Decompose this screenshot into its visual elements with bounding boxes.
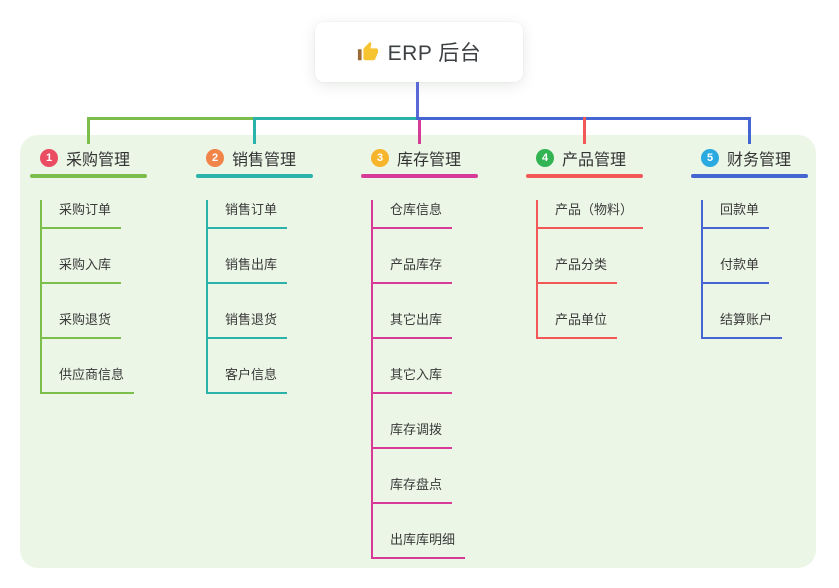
branch-children: 采购订单采购入库采购退货供应商信息 — [40, 199, 135, 394]
branch-label: 采购管理 — [66, 152, 131, 169]
connector-line — [254, 117, 418, 120]
branch-underline — [691, 174, 808, 178]
child-node[interactable]: 其它出库 — [373, 310, 453, 339]
branch-underline — [30, 174, 147, 178]
branch-underline — [361, 174, 478, 178]
child-node[interactable]: 销售出库 — [208, 255, 288, 284]
branch-title[interactable]: 1 采购管理 — [40, 146, 147, 174]
child-node[interactable]: 产品库存 — [373, 255, 453, 284]
child-node[interactable]: 仓库信息 — [373, 200, 453, 229]
branch-node-4: 4 产品管理产品（物料） 产品分类产品单位 — [526, 146, 644, 339]
connector-line — [87, 117, 90, 144]
branch-underline — [526, 174, 643, 178]
branch-label: 库存管理 — [397, 152, 462, 169]
root-node-label: ERP 后台 — [387, 42, 482, 65]
branch-node-1: 1 采购管理采购订单采购入库采购退货供应商信息 — [30, 146, 147, 394]
branch-number-badge: 2 — [206, 149, 224, 167]
child-node[interactable]: 产品单位 — [538, 310, 618, 339]
child-node[interactable]: 库存调拨 — [373, 420, 453, 449]
connector-line — [748, 117, 751, 144]
child-node[interactable]: 采购退货 — [42, 310, 122, 339]
branch-children: 回款单付款单结算账户 — [701, 199, 783, 339]
mindmap-background-panel — [20, 135, 816, 568]
branch-children: 销售订单销售出库销售退货客户信息 — [206, 199, 288, 394]
connector-line — [418, 120, 421, 144]
child-node[interactable]: 供应商信息 — [42, 365, 135, 394]
branch-node-5: 5 财务管理回款单付款单结算账户 — [691, 146, 808, 339]
branch-label: 销售管理 — [232, 152, 297, 169]
connector-line — [416, 82, 419, 120]
branch-title[interactable]: 5 财务管理 — [701, 146, 808, 174]
connector-line — [253, 117, 256, 144]
branch-underline — [196, 174, 313, 178]
child-node[interactable]: 产品分类 — [538, 255, 618, 284]
child-node[interactable]: 结算账户 — [703, 310, 783, 339]
child-node[interactable]: 其它入库 — [373, 365, 453, 394]
child-node[interactable]: 付款单 — [703, 255, 770, 284]
child-node[interactable]: 回款单 — [703, 200, 770, 229]
child-node[interactable]: 客户信息 — [208, 365, 288, 394]
branch-number-badge: 1 — [40, 149, 58, 167]
branch-number-badge: 5 — [701, 149, 719, 167]
thumbs-up-icon — [357, 41, 379, 63]
branch-number-badge: 4 — [536, 149, 554, 167]
child-node[interactable]: 库存盘点 — [373, 475, 453, 504]
root-node-erp[interactable]: ERP 后台 — [315, 22, 523, 82]
child-node[interactable]: 产品（物料） — [538, 200, 644, 229]
branch-label: 产品管理 — [562, 152, 627, 169]
branch-number-badge: 3 — [371, 149, 389, 167]
child-node[interactable]: 采购订单 — [42, 200, 122, 229]
branch-node-2: 2 销售管理销售订单销售出库销售退货客户信息 — [196, 146, 313, 394]
branch-title[interactable]: 3 库存管理 — [371, 146, 478, 174]
connector-line — [583, 117, 586, 144]
branch-children: 产品（物料） 产品分类产品单位 — [536, 199, 644, 339]
child-node[interactable]: 销售退货 — [208, 310, 288, 339]
child-node[interactable]: 销售订单 — [208, 200, 288, 229]
branch-node-3: 3 库存管理仓库信息产品库存其它出库其它入库库存调拨库存盘点出库库明细 — [361, 146, 478, 559]
branch-label: 财务管理 — [727, 152, 792, 169]
child-node[interactable]: 采购入库 — [42, 255, 122, 284]
branch-title[interactable]: 2 销售管理 — [206, 146, 313, 174]
branch-children: 仓库信息产品库存其它出库其它入库库存调拨库存盘点出库库明细 — [371, 199, 466, 559]
child-node[interactable]: 出库库明细 — [373, 530, 466, 559]
branch-title[interactable]: 4 产品管理 — [536, 146, 643, 174]
